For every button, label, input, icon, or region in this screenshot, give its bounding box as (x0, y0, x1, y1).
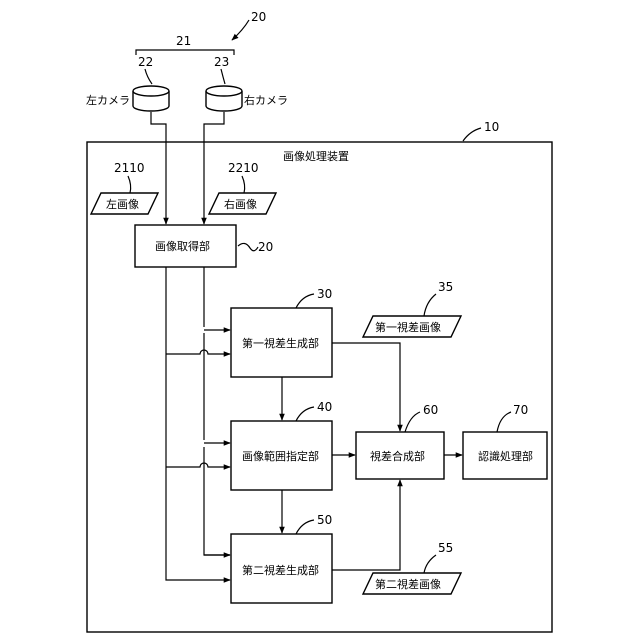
ref-system: 20 (251, 10, 266, 24)
ref-synthesis-leader (405, 412, 420, 432)
right-image-label: 右画像 (224, 197, 257, 211)
ref-device-leader (463, 128, 481, 141)
ref-second-gen-leader (296, 520, 314, 534)
first-gen-to-synthesis-arrow (332, 343, 400, 431)
first-gen-label: 第一視差生成部 (242, 336, 319, 350)
first-disparity-image-label: 第一視差画像 (375, 320, 441, 334)
left-image-label: 左画像 (106, 198, 139, 211)
ref-right-camera-leader (221, 69, 225, 84)
right-image-trunk (204, 267, 230, 555)
ref-pair: 21 (176, 34, 191, 48)
ref-second-gen: 50 (317, 513, 332, 527)
ref-range-spec-leader (296, 407, 314, 421)
image-acquisition-label: 画像取得部 (155, 239, 210, 253)
ref-second-image: 55 (438, 541, 453, 555)
synthesis-label: 視差合成部 (370, 449, 425, 463)
left-to-first-gen-arrow (166, 350, 230, 354)
left-camera-label: 左カメラ (86, 94, 130, 107)
ref-first-image-leader (424, 294, 436, 316)
ref-recognition-leader (497, 412, 511, 432)
ref-first-gen-leader (296, 294, 314, 308)
right-camera-label: 右カメラ (244, 93, 288, 107)
ref-acquisition: 20 (258, 240, 273, 254)
device-label: 画像処理装置 (283, 150, 349, 163)
ref-system-arrow (232, 20, 249, 40)
ref-range-spec: 40 (317, 400, 332, 414)
right-camera-icon (206, 86, 242, 111)
ref-acquisition-leader (238, 243, 258, 250)
ref-first-image: 35 (438, 280, 453, 294)
left-to-range-spec-arrow (166, 463, 230, 467)
ref-left-camera: 22 (138, 55, 153, 69)
second-disparity-image-label: 第二視差画像 (375, 577, 441, 591)
left-camera-icon (133, 86, 169, 111)
ref-right-camera: 23 (214, 55, 229, 69)
left-image-trunk (166, 267, 230, 580)
ref-right-image-leader (242, 176, 245, 193)
ref-right-image: 2210 (228, 161, 259, 175)
second-gen-to-synthesis-arrow (332, 480, 400, 570)
ref-device: 10 (484, 120, 499, 134)
ref-recognition: 70 (513, 403, 528, 417)
ref-second-image-leader (424, 555, 436, 573)
left-camera-to-acquisition-line (151, 112, 166, 224)
recognition-label: 認識処理部 (478, 449, 533, 463)
ref-left-image-leader (128, 176, 131, 193)
range-spec-label: 画像範囲指定部 (242, 449, 319, 463)
ref-left-camera-leader (145, 69, 152, 84)
ref-left-image: 2110 (114, 161, 145, 175)
ref-first-gen: 30 (317, 287, 332, 301)
second-gen-label: 第二視差生成部 (242, 563, 319, 577)
ref-synthesis: 60 (423, 403, 438, 417)
